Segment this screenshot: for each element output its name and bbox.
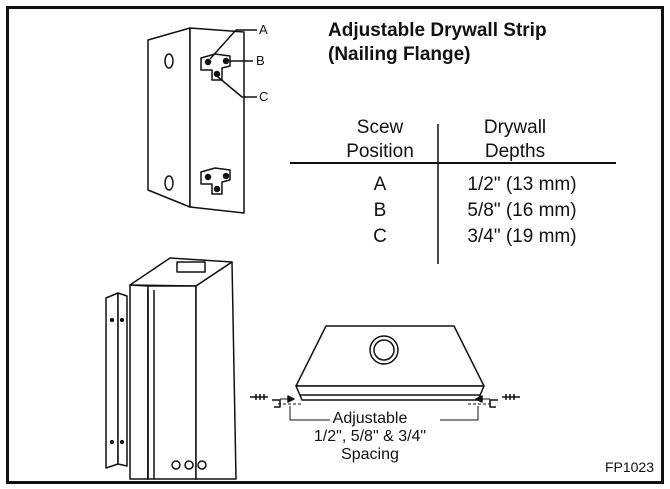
callout-b: B bbox=[256, 53, 265, 68]
row-b-depth: 5/8" (16 mm) bbox=[467, 200, 577, 221]
row-c-depth: 3/4" (19 mm) bbox=[467, 226, 577, 247]
nailing-flange-strip bbox=[147, 27, 257, 214]
title-line-1: Adjustable Drywall Strip bbox=[328, 20, 547, 41]
header-position-line2: Position bbox=[346, 141, 414, 162]
figure-code: FP1023 bbox=[604, 459, 654, 475]
title-line-2: (Nailing Flange) bbox=[328, 44, 471, 65]
row-b-position: B bbox=[373, 200, 387, 221]
loose-strip bbox=[105, 292, 128, 469]
header-depth-line2: Depths bbox=[484, 141, 546, 162]
diagram-title: Adjustable Drywall Strip (Nailing Flange… bbox=[328, 19, 547, 67]
spacing-line-2: 1/2", 5/8" & 3/4" bbox=[313, 428, 427, 445]
table-rules bbox=[290, 124, 616, 264]
spacing-line-1: Adjustable bbox=[332, 410, 408, 427]
fireplace-unit bbox=[129, 257, 237, 480]
header-depth-line1: Drywall bbox=[483, 117, 547, 138]
row-a-depth: 1/2" (13 mm) bbox=[467, 174, 577, 195]
spacing-label: Adjustable 1/2", 5/8" & 3/4" Spacing bbox=[270, 410, 470, 464]
top-view-unit bbox=[250, 325, 520, 421]
callout-a: A bbox=[259, 22, 268, 37]
row-a-position: A bbox=[373, 174, 387, 195]
callout-c: C bbox=[259, 89, 269, 104]
spacing-line-3: Spacing bbox=[341, 446, 399, 463]
header-position-line1: Scew bbox=[356, 117, 404, 138]
row-c-position: C bbox=[373, 226, 387, 247]
